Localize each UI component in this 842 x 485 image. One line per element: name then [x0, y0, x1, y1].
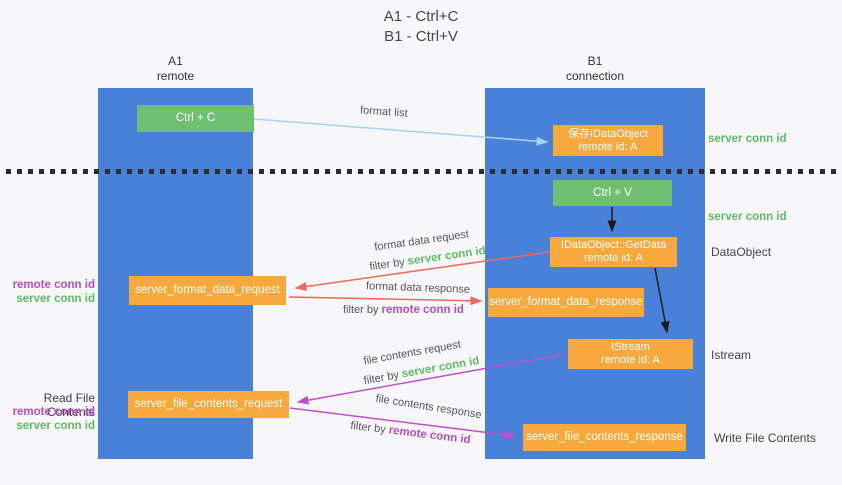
getdata-node: IDataObject::GetData remote id: A	[550, 237, 677, 267]
server-format-data-request-label: server_format_data_request	[135, 284, 280, 296]
left-conn-id-labels-top: remote conn id server conn id	[0, 278, 95, 306]
format-data-request-arrow	[294, 251, 550, 291]
server-file-contents-request-label: server_file_contents_request	[134, 398, 283, 410]
filter-by-remote-conn-id-label-1: filter by remote conn id	[343, 304, 464, 316]
server-conn-id-label-mid-right: server conn id	[708, 211, 787, 223]
ctrl-v-node: Ctrl + V	[553, 180, 672, 206]
lane-b-name: connection	[565, 69, 625, 83]
ctrl-c-label: Ctrl + C	[175, 112, 216, 124]
write-file-contents-label: Write File Contents	[714, 431, 816, 445]
save-idataobject-node: 保存IDataObject remote id: A	[553, 125, 663, 156]
server-conn-id-label-left-top: server conn id	[16, 293, 95, 305]
lane-b-id: B1	[587, 54, 603, 68]
server-format-data-response-label: server_format_data_response	[489, 296, 643, 308]
istream-node: IStream remote id: A	[568, 339, 693, 369]
save-idataobject-line1: 保存IDataObject	[567, 127, 649, 140]
file-contents-request-arrow	[296, 353, 567, 405]
dataobject-label: DataObject	[711, 245, 772, 259]
file-contents-response-arrow	[289, 407, 517, 440]
getdata-line2: remote id: A	[584, 252, 643, 264]
remote-conn-id-text: remote conn id	[381, 304, 464, 316]
diagram-title: A1 - Ctrl+C B1 - Ctrl+V	[0, 7, 842, 47]
server-format-data-request-node: server_format_data_request	[129, 276, 286, 305]
dotted-divider-line	[6, 169, 836, 174]
lane-a-header: A1 remote	[98, 54, 253, 84]
getdata-line1: IDataObject::GetData	[560, 239, 667, 251]
filter-prefix: filter by	[343, 304, 382, 316]
read-file-contents-label: Read File Contents	[43, 391, 95, 419]
left-conn-id-labels-bottom: remote conn id server conn id	[0, 405, 95, 433]
server-format-data-response-node: server_format_data_response	[488, 288, 644, 317]
save-idataobject-line2: remote id: A	[578, 140, 638, 153]
format-data-response-arrow	[288, 296, 483, 306]
remote-conn-id-label-left-top: remote conn id	[12, 279, 95, 291]
title-line-1: A1 - Ctrl+C	[383, 8, 459, 25]
server-file-contents-request-node: server_file_contents_request	[128, 391, 289, 418]
lane-a-id: A1	[168, 54, 183, 68]
lane-b-header: B1 connection	[485, 54, 705, 84]
istream-line2: remote id: A	[601, 354, 660, 366]
server-file-contents-response-label: server_file_contents_response	[526, 431, 683, 443]
server-conn-id-label-left-bottom: server conn id	[16, 420, 95, 432]
ctrl-c-node: Ctrl + C	[137, 105, 254, 132]
istream-line1: IStream	[611, 341, 650, 353]
istream-side-label: Istream	[711, 348, 752, 362]
lane-a-name: remote	[156, 69, 195, 83]
remote-conn-id-label-left-bottom: remote conn id	[12, 406, 95, 418]
server-file-contents-response-node: server_file_contents_response	[523, 424, 686, 451]
server-conn-id-label-top-right: server conn id	[708, 133, 787, 145]
getdata-to-istream-arrow	[654, 267, 670, 334]
ctrl-v-label: Ctrl + V	[593, 186, 632, 199]
format-list-arrow	[253, 118, 549, 146]
title-line-2: B1 - Ctrl+V	[384, 28, 458, 45]
